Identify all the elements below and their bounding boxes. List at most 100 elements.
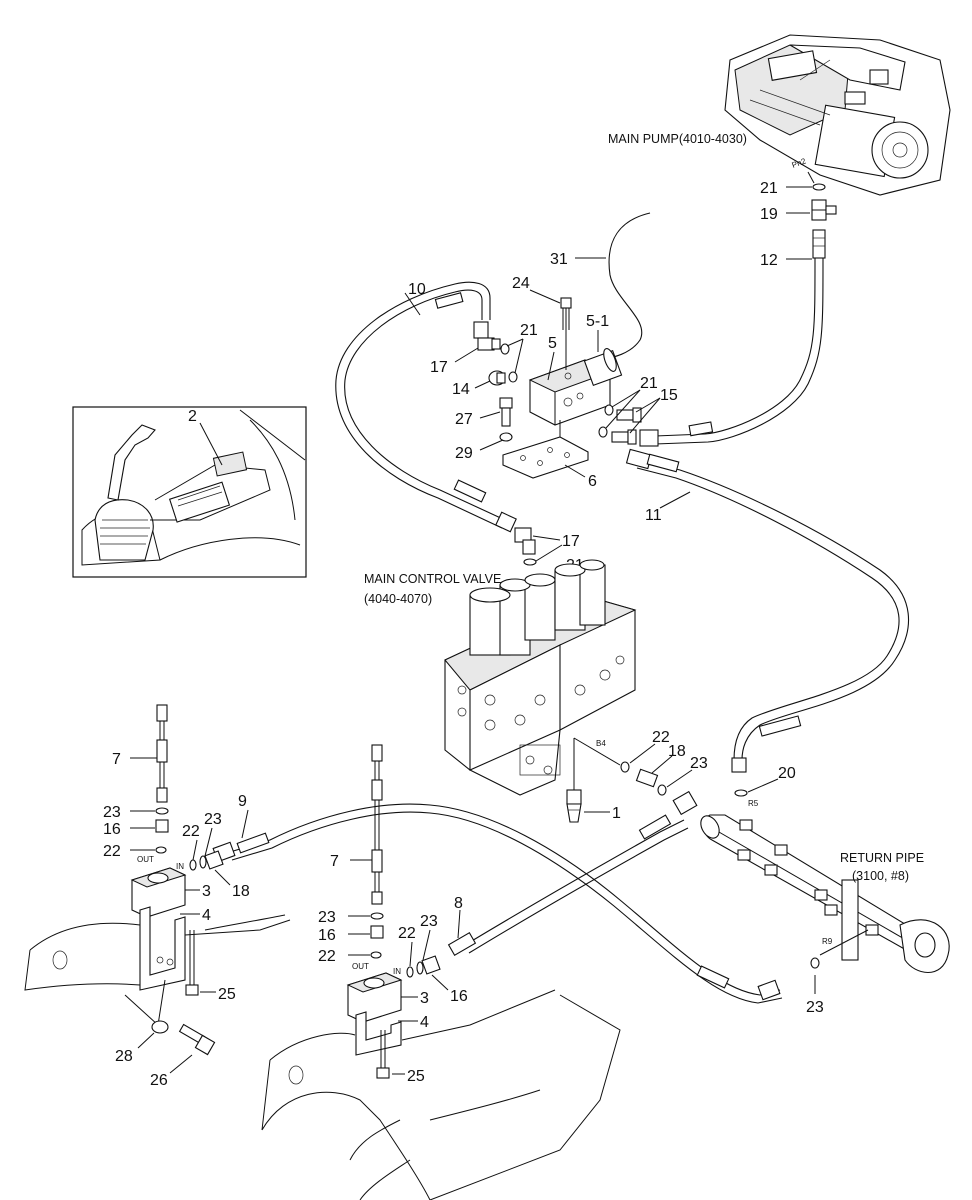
bolt-27 bbox=[499, 397, 513, 427]
callout-23-left-b: 23 bbox=[204, 811, 222, 828]
callout-20: 20 bbox=[778, 765, 796, 782]
hose-7-mid bbox=[371, 744, 383, 905]
plug-14 bbox=[488, 370, 506, 386]
callout-22-mcv: 22 bbox=[652, 729, 670, 746]
callout-18-left: 18 bbox=[232, 883, 250, 900]
o-ring-21-d bbox=[598, 426, 608, 438]
callout-23-mcv: 23 bbox=[690, 755, 708, 772]
callout-26: 26 bbox=[150, 1072, 168, 1089]
o-ring-22-left-b bbox=[189, 859, 197, 871]
tee-fitting-19 bbox=[811, 199, 837, 221]
solenoid-5-1 bbox=[583, 348, 623, 387]
adapter-15-a bbox=[616, 407, 642, 423]
bracket-6 bbox=[502, 420, 589, 479]
hose-9-path bbox=[229, 803, 781, 996]
o-ring-21-a bbox=[500, 343, 510, 355]
return-pipe-illustration bbox=[700, 814, 950, 973]
callout-23-mid-b: 23 bbox=[420, 913, 438, 930]
main-control-valve-label-line1: MAIN CONTROL VALVE bbox=[364, 572, 501, 586]
callout-12: 12 bbox=[760, 252, 778, 269]
callout-25-left: 25 bbox=[218, 986, 236, 1003]
o-ring-21-b bbox=[508, 371, 518, 383]
callout-21-right: 21 bbox=[640, 375, 658, 392]
cable-31 bbox=[599, 212, 651, 361]
callout-16-left: 16 bbox=[103, 821, 121, 838]
callout-29: 29 bbox=[455, 445, 473, 462]
callout-9: 9 bbox=[238, 793, 247, 810]
callout-19: 19 bbox=[760, 206, 778, 223]
bolt-26 bbox=[178, 1023, 216, 1056]
callout-5: 5 bbox=[548, 335, 557, 352]
o-ring-23-return bbox=[810, 957, 820, 969]
callout-11: 11 bbox=[645, 507, 662, 524]
o-ring-23-left-b bbox=[199, 855, 207, 869]
callout-5-1: 5-1 bbox=[586, 313, 609, 330]
o-ring-23-mcv bbox=[657, 784, 667, 796]
callout-17-mid: 17 bbox=[562, 533, 580, 550]
callout-14: 14 bbox=[452, 381, 470, 398]
o-ring-22-mid-b bbox=[406, 966, 414, 978]
cab-switch-inset bbox=[72, 406, 307, 578]
r5-port-label: R5 bbox=[748, 799, 759, 808]
connector-18-left bbox=[204, 850, 224, 870]
connector-16-mid bbox=[421, 955, 441, 975]
r9-port-label: R9 bbox=[822, 937, 833, 946]
callout-22-mid-a: 22 bbox=[318, 948, 336, 965]
o-ring-22-mid-a bbox=[370, 951, 382, 959]
hose-12-path bbox=[654, 257, 816, 437]
o-ring-21-c bbox=[604, 404, 614, 416]
plug-16-mid bbox=[370, 925, 384, 939]
bracket-4-left bbox=[139, 906, 186, 991]
callout-28: 28 bbox=[115, 1048, 133, 1065]
b4-port-label: B4 bbox=[596, 739, 606, 748]
in-port-label-left: IN bbox=[176, 862, 184, 871]
callout-24: 24 bbox=[512, 275, 530, 292]
callout-25-mid: 25 bbox=[407, 1068, 425, 1085]
hose-7-left bbox=[156, 704, 168, 803]
callout-6: 6 bbox=[588, 473, 597, 490]
bolt-25-mid bbox=[376, 1030, 390, 1079]
washer-28 bbox=[151, 1020, 169, 1034]
return-pipe-label-line2: (3100, #8) bbox=[852, 869, 909, 883]
callout-3-left: 3 bbox=[202, 883, 211, 900]
main-control-valve-label-line2: (4040-4070) bbox=[364, 592, 432, 606]
o-ring-23-mid-b bbox=[416, 961, 424, 975]
pressure-sensor-1 bbox=[566, 738, 582, 823]
hose-11-path bbox=[639, 459, 910, 761]
callout-2: 2 bbox=[188, 408, 197, 425]
hose-12-end-fitting bbox=[639, 429, 659, 447]
callout-22-left-a: 22 bbox=[103, 843, 121, 860]
callout-22-left-b: 22 bbox=[182, 823, 200, 840]
callout-7-left: 7 bbox=[112, 751, 121, 768]
connector-18-mcv bbox=[635, 768, 659, 788]
o-ring-23-left bbox=[155, 807, 169, 815]
bolt-25-left bbox=[185, 930, 199, 996]
callout-31: 31 bbox=[550, 251, 568, 268]
callout-18-mcv: 18 bbox=[668, 743, 686, 760]
callout-3-mid: 3 bbox=[420, 990, 429, 1007]
callout-16-mid-b: 16 bbox=[450, 988, 468, 1005]
main-pump-label: MAIN PUMP(4010-4030) bbox=[608, 132, 747, 146]
callout-27: 27 bbox=[455, 411, 473, 428]
callout-4-mid: 4 bbox=[420, 1014, 429, 1031]
callout-21-pump: 21 bbox=[760, 180, 778, 197]
main-pump-illustration bbox=[724, 34, 951, 196]
elbow-17-top bbox=[473, 321, 501, 351]
callout-15: 15 bbox=[660, 387, 678, 404]
bolt-24 bbox=[560, 297, 572, 370]
callout-10: 10 bbox=[408, 281, 426, 298]
main-control-valve-illustration bbox=[444, 559, 637, 796]
elbow-17-mid bbox=[514, 527, 536, 555]
pressure-sensor-3-mid bbox=[346, 972, 403, 1023]
plug-16-left bbox=[155, 819, 169, 833]
o-ring-22-left-a bbox=[155, 846, 167, 854]
callout-7-mid: 7 bbox=[330, 853, 339, 870]
hose-end-12 bbox=[812, 229, 826, 259]
callout-1: 1 bbox=[612, 805, 621, 822]
adapter-15-b bbox=[611, 429, 637, 445]
return-pipe-label-line1: RETURN PIPE bbox=[840, 851, 924, 865]
o-ring-21-mid bbox=[523, 558, 537, 566]
callout-22-mid-b: 22 bbox=[398, 925, 416, 942]
out-port-label-mid: OUT bbox=[352, 962, 369, 971]
